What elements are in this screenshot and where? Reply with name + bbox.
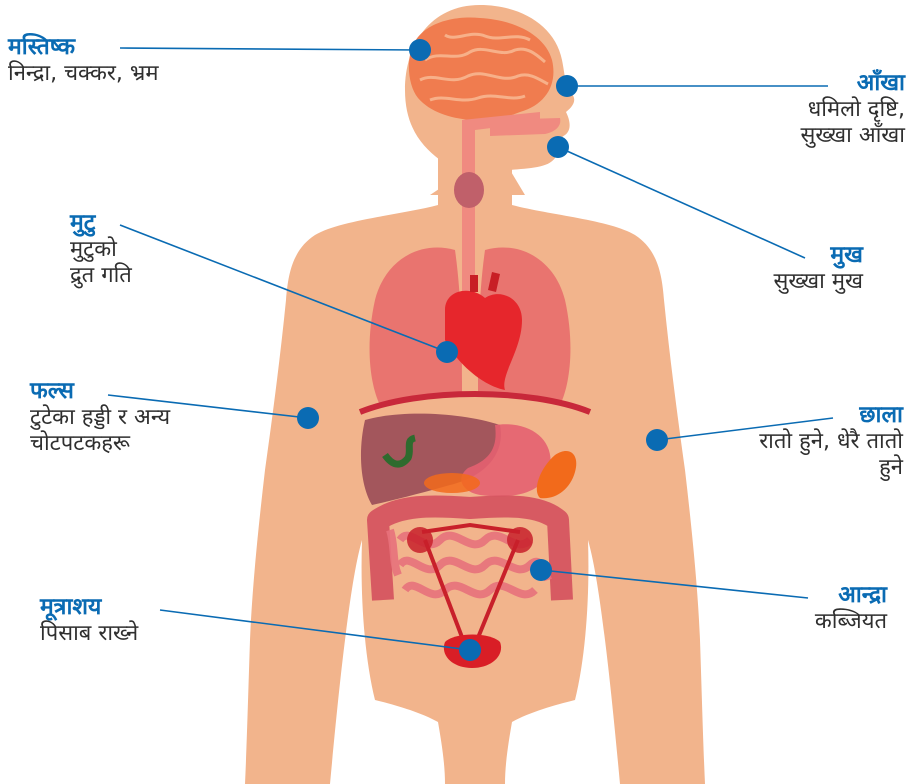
label-bladder-desc: पिसाब राख्ने <box>40 621 138 647</box>
label-eyes-desc-2: सुख्खा आँखा <box>801 123 906 149</box>
label-bones: फल्स टुटेका हड्डी र अन्य चोटपटकहरू <box>30 378 170 457</box>
label-bones-desc-1: टुटेका हड्डी र अन्य <box>30 405 170 431</box>
larynx <box>454 172 484 208</box>
label-brain-desc: निन्द्रा, चक्कर, भ्रम <box>8 61 159 87</box>
label-eyes-title: आँखा <box>801 70 906 97</box>
marker-eyes[interactable] <box>556 75 578 97</box>
label-skin-desc-2: हुने <box>759 455 903 481</box>
label-intestine: आन्द्रा कब्जियत <box>815 582 887 635</box>
label-skin: छाला रातो हुने, धेरै तातो हुने <box>759 402 903 481</box>
marker-brain[interactable] <box>409 39 431 61</box>
left-kidney <box>407 527 433 553</box>
marker-bladder[interactable] <box>459 639 481 661</box>
pancreas <box>424 473 480 493</box>
label-brain-title: मस्तिष्क <box>8 34 159 61</box>
marker-skin[interactable] <box>646 429 668 451</box>
label-mouth: मुख सुख्खा मुख <box>774 242 863 295</box>
label-skin-title: छाला <box>759 402 903 429</box>
label-bones-title: फल्स <box>30 378 170 405</box>
marker-heart[interactable] <box>436 341 458 363</box>
right-kidney <box>507 527 533 553</box>
marker-mouth[interactable] <box>547 136 569 158</box>
label-heart-title: मुटु <box>70 210 132 237</box>
label-intestine-desc: कब्जियत <box>815 609 887 635</box>
label-heart: मुटु मुटुको द्रुत गति <box>70 210 132 289</box>
label-mouth-desc: सुख्खा मुख <box>774 269 863 295</box>
label-eyes: आँखा धमिलो दृष्टि, सुख्खा आँखा <box>801 70 906 149</box>
leader-line-brain <box>120 48 420 50</box>
label-intestine-title: आन्द्रा <box>815 582 887 609</box>
label-skin-desc-1: रातो हुने, धेरै तातो <box>759 429 903 455</box>
label-bones-desc-2: चोटपटकहरू <box>30 431 170 457</box>
label-heart-desc-1: मुटुको <box>70 237 132 263</box>
label-eyes-desc-1: धमिलो दृष्टि, <box>801 97 906 123</box>
label-heart-desc-2: द्रुत गति <box>70 263 132 289</box>
label-bladder-title: मूत्राशय <box>40 594 138 621</box>
label-brain: मस्तिष्क निन्द्रा, चक्कर, भ्रम <box>8 34 159 87</box>
marker-bones[interactable] <box>297 407 319 429</box>
label-mouth-title: मुख <box>774 242 863 269</box>
marker-intestine[interactable] <box>530 559 552 581</box>
label-bladder: मूत्राशय पिसाब राख्ने <box>40 594 138 647</box>
